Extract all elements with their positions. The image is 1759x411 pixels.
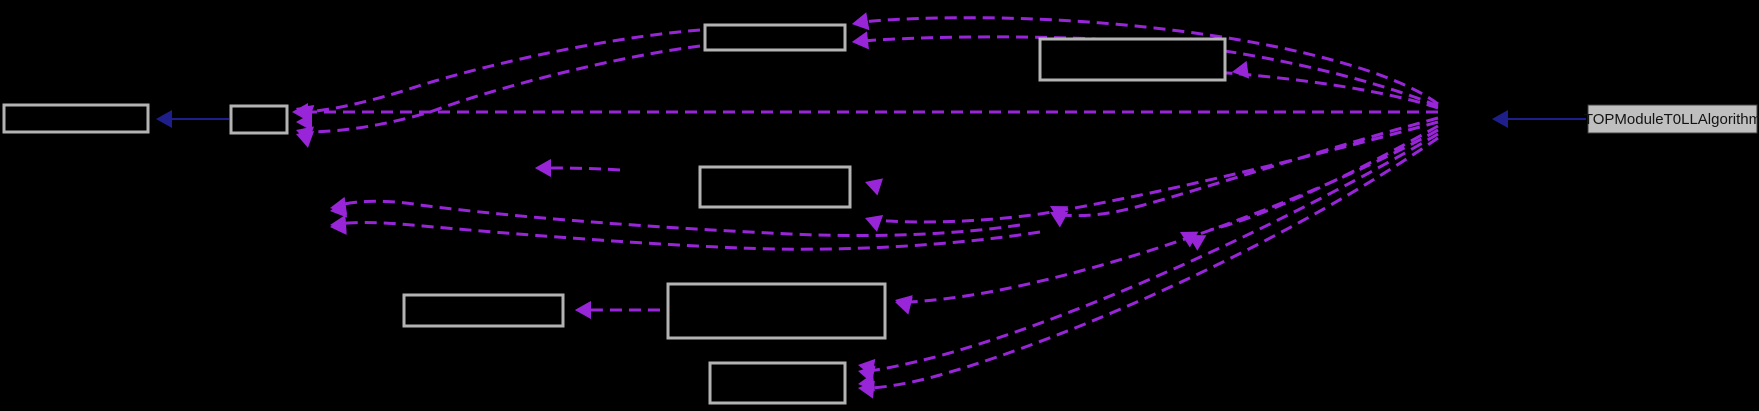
- graph-edge: [861, 16, 1439, 106]
- graph-edge: [1099, 64, 1439, 110]
- graph-node[interactable]: [666, 282, 887, 340]
- node-box[interactable]: [2, 103, 150, 134]
- edge-arrowhead-icon: [575, 301, 591, 319]
- edge-arrowhead-icon: [865, 178, 883, 196]
- edge-arrowhead-icon: [1232, 60, 1250, 79]
- node-box[interactable]: [1587, 104, 1758, 134]
- edge-arrowhead-icon: [858, 358, 876, 377]
- edge-arrowhead-icon: [852, 31, 869, 50]
- graph-node[interactable]: [708, 361, 847, 405]
- edge-arrowhead-icon: [296, 131, 315, 148]
- node-box[interactable]: [666, 282, 887, 340]
- edge-arrowhead-icon: [330, 216, 347, 235]
- graph-edge: [305, 28, 701, 114]
- node-box[interactable]: [698, 165, 852, 209]
- graph-node[interactable]: [2, 103, 150, 134]
- node-box[interactable]: [708, 361, 847, 405]
- graph-edge: [867, 136, 1439, 390]
- graph-node[interactable]: [402, 293, 565, 328]
- edge-arrowhead-icon: [296, 105, 315, 122]
- graph-node[interactable]: [703, 23, 847, 52]
- edge-arrowhead-icon: [852, 12, 870, 31]
- graph-node[interactable]: [229, 104, 289, 135]
- edge-arrowhead-icon: [858, 373, 875, 392]
- edge-arrowhead-icon: [895, 295, 913, 313]
- node-box[interactable]: [402, 293, 565, 328]
- graph-node[interactable]: [698, 165, 852, 209]
- graph-edge: [339, 221, 1041, 251]
- edge-arrowhead-icon: [330, 199, 348, 218]
- graph-edge: [1059, 116, 1439, 218]
- graph-node[interactable]: [1038, 37, 1227, 82]
- edge-arrowhead-icon: [1492, 110, 1508, 128]
- graph-edge: [544, 166, 621, 172]
- node-label: TOPModuleT0LLAlgorithm: [1584, 111, 1759, 128]
- graph-edge: [867, 132, 1439, 373]
- edge-arrowhead-icon: [156, 110, 172, 128]
- edge-arrowhead-icon: [865, 215, 884, 232]
- edge-arrowhead-icon: [1050, 206, 1069, 222]
- edge-arrowhead-icon: [1180, 231, 1199, 248]
- graph-edge: [305, 44, 701, 134]
- edge-arrowhead-icon: [535, 159, 551, 177]
- node-box[interactable]: [229, 104, 289, 135]
- arrowhead-layer: [156, 12, 1508, 399]
- node-layer: TOPModuleT0LLAlgorithm: [2, 23, 1759, 405]
- node-box[interactable]: [1038, 37, 1227, 82]
- node-box[interactable]: [703, 23, 847, 52]
- graph-edge: [339, 199, 1021, 238]
- focus-node[interactable]: TOPModuleT0LLAlgorithm: [1584, 104, 1759, 134]
- edge-arrowhead-icon: [296, 113, 312, 131]
